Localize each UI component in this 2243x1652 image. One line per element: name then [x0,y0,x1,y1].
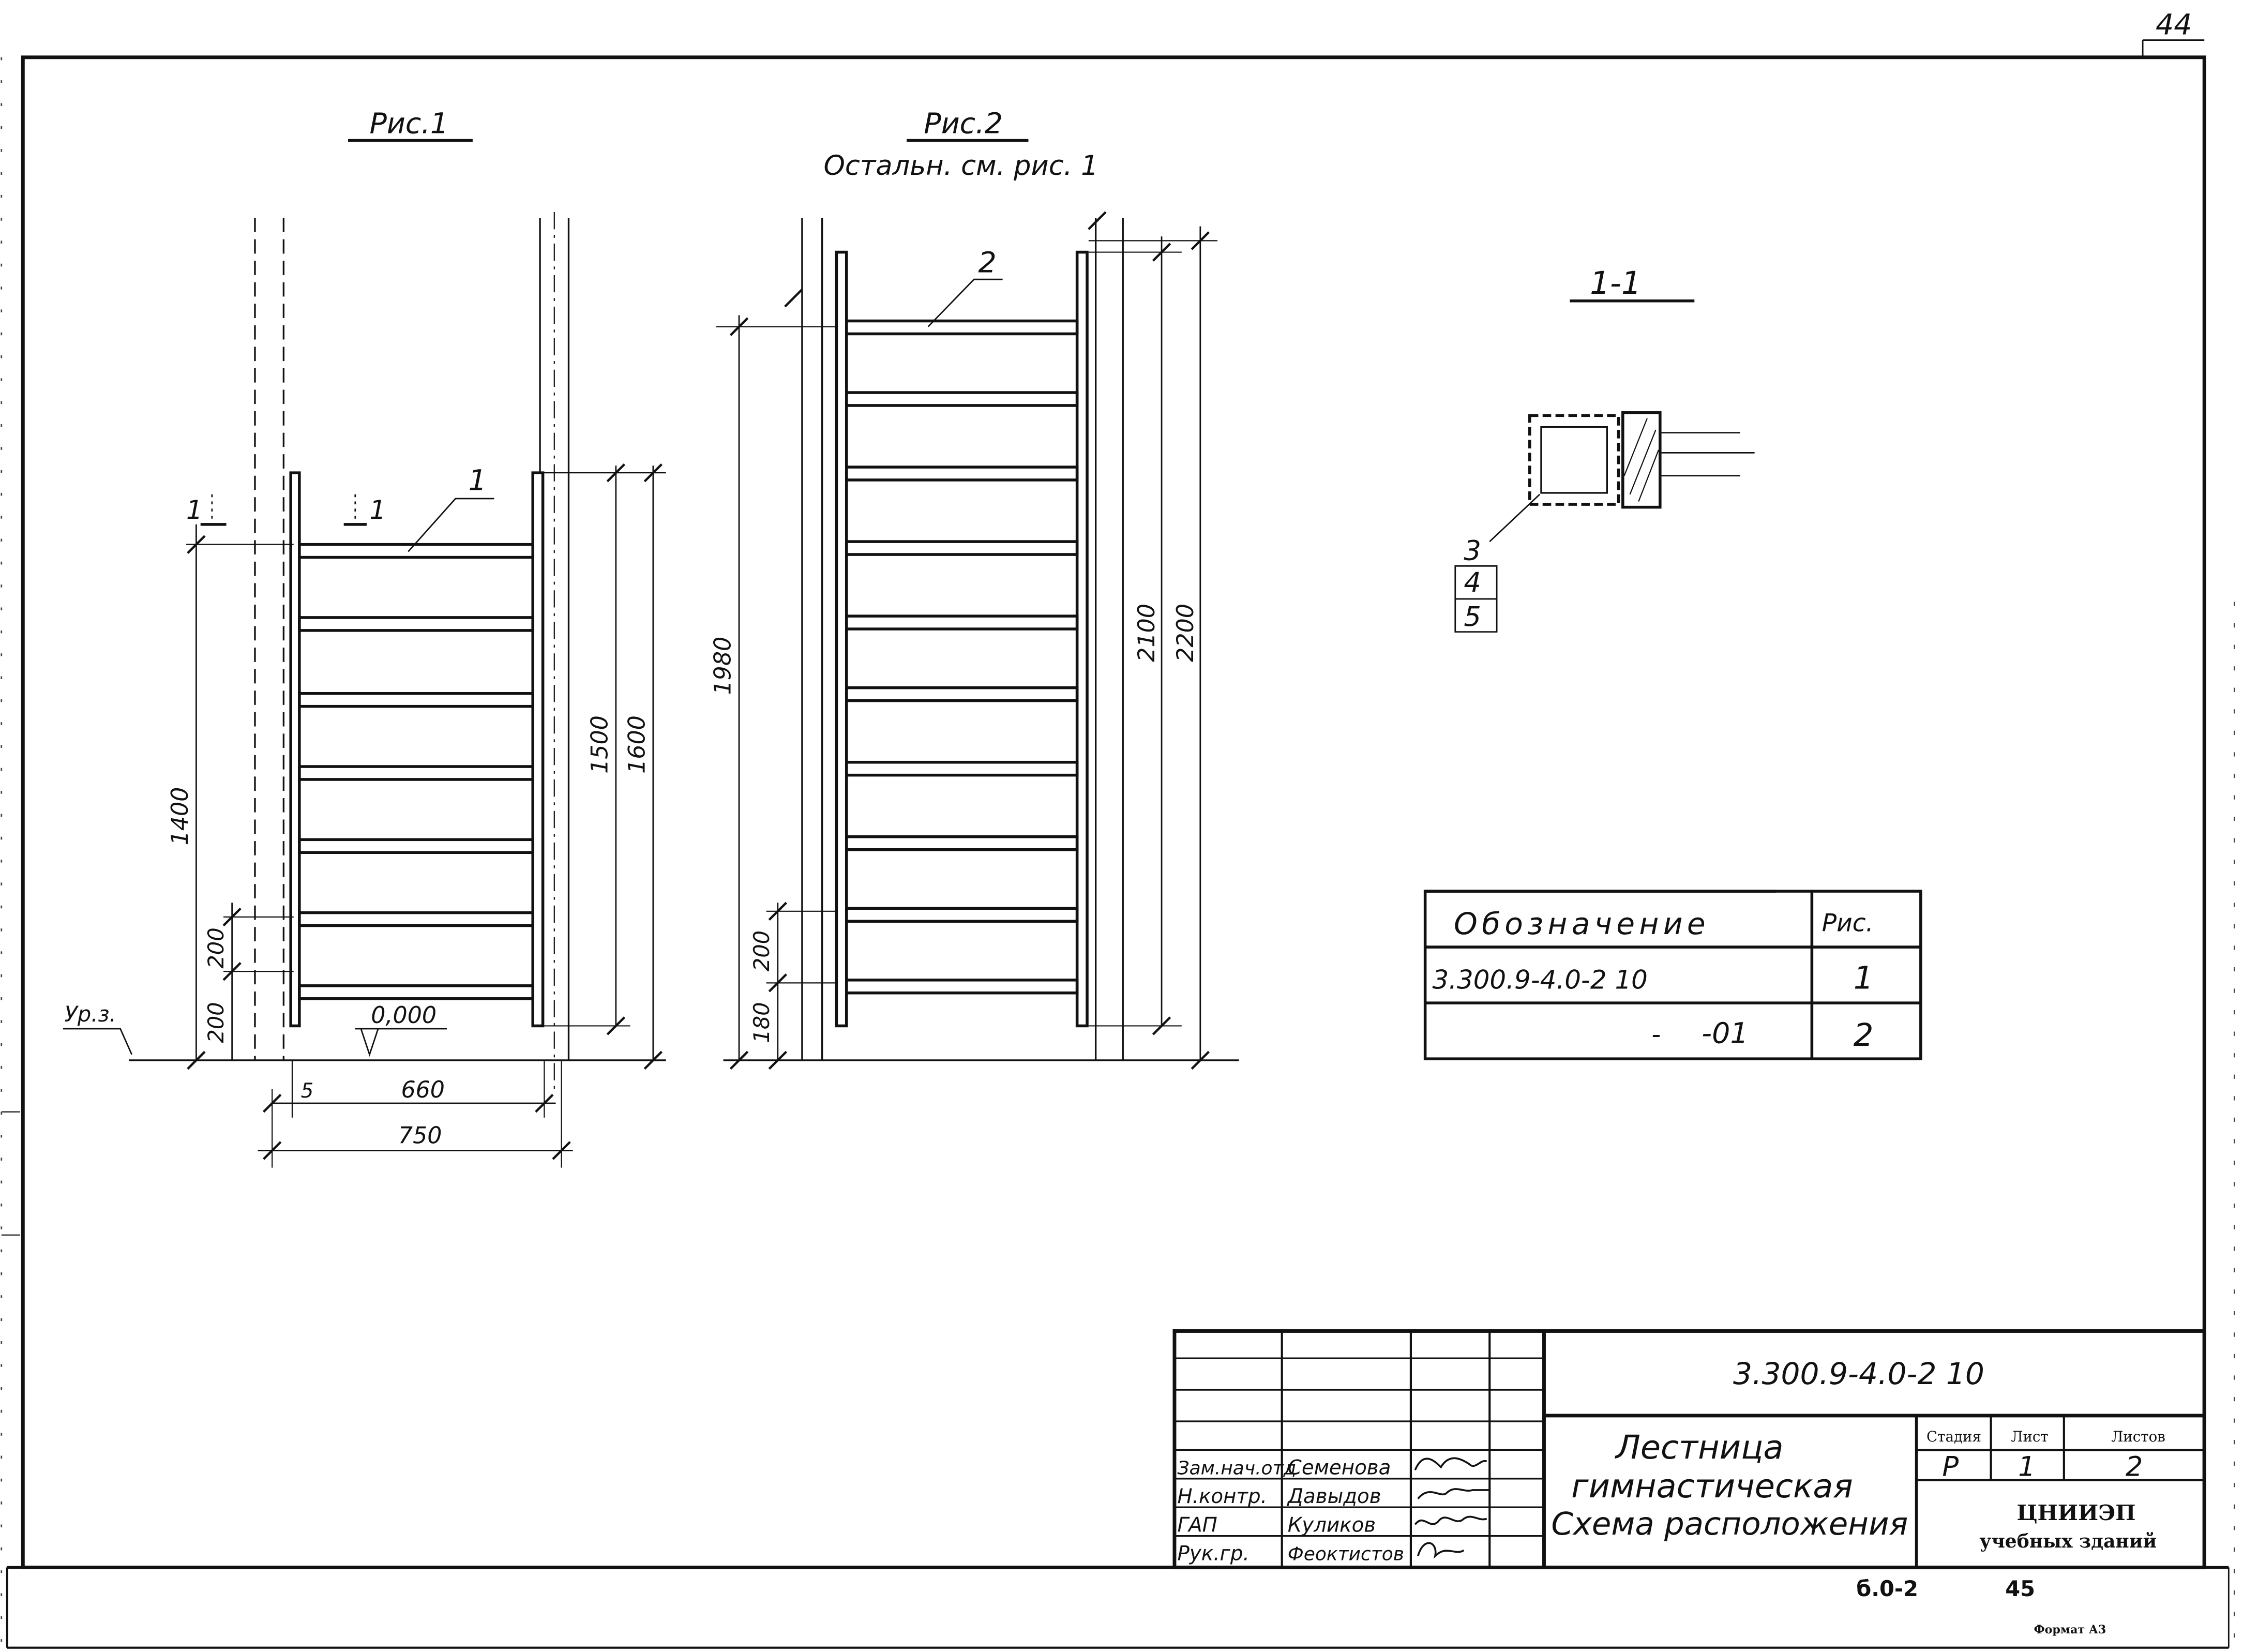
fig2-title: Рис.2 [924,108,1003,141]
spec-header-fig: Рис. [1822,909,1874,938]
fig2-subtitle: Остальн. см. рис. 1 [823,150,1098,182]
fig1-title: Рис.1 [370,108,449,141]
section-callout-3: 3 [1464,535,1481,567]
section-1-1 [1454,299,1755,633]
level-label: Ур.з. [65,1001,116,1027]
title-block-grid [1172,1329,2206,1570]
fig1-callout-1: 1 [469,464,487,497]
name-2: Давыдов [1287,1485,1381,1508]
fig1-section-mark-right: 1 [370,495,386,525]
stage-header: Стадия [1926,1428,1981,1445]
title-line-2: гимнастическая [1571,1467,1853,1506]
section-title: 1-1 [1590,265,1642,302]
role-3: ГАП [1178,1513,1217,1537]
dim-200-b: 200 [203,1002,229,1043]
sheets-value: 2 [2126,1451,2143,1482]
org-subtitle: учебных зданий [1979,1530,2157,1552]
name-4: Феоктистов [1288,1544,1404,1565]
sheet-header: Лист [2011,1428,2048,1445]
sheets-header: Листов [2111,1428,2165,1445]
spec-row2-code: -01 [1702,1017,1748,1050]
level-value: 0,000 [371,1002,436,1029]
fig1-section-mark-left: 1 [186,495,203,525]
dim-1600: 1600 [624,715,650,774]
role-2: Н.контр. [1178,1485,1267,1508]
dim-1980: 1980 [710,637,736,695]
doc-code: 3.300.9-4.0-2 10 [1733,1356,1984,1391]
org-name: ЦНИИЭП [2016,1500,2135,1525]
dim-5: 5 [301,1079,314,1103]
name-1: Семенова [1288,1456,1391,1479]
spec-row1-code: 3.300.9-4.0-2 10 [1432,965,1647,995]
spec-row2-dash: - [1651,1019,1661,1049]
dim-180: 180 [749,1002,774,1043]
name-3: Куликов [1288,1513,1376,1537]
dim-200-fig2: 200 [749,930,774,971]
spec-row2-fig: 2 [1854,1017,1874,1054]
role-1: Зам.нач.отд [1178,1458,1297,1479]
frame [6,39,2230,1649]
format-label: Формат А3 [2034,1623,2106,1636]
section-callout-4: 4 [1464,567,1481,598]
sheet-number-top: 44 [2156,8,2192,41]
dim-1400: 1400 [167,787,193,846]
page-number: 45 [2005,1576,2035,1601]
title-line-1: Лестница [1615,1429,1784,1467]
stage-value: Р [1942,1451,1959,1482]
spec-table [1423,890,1922,1060]
dim-2100: 2100 [1134,604,1160,662]
dim-660: 660 [401,1077,445,1103]
fig2-callout-2: 2 [979,246,997,279]
section-callout-5: 5 [1464,602,1481,633]
sheet-value: 1 [2018,1451,2035,1482]
spec-header-designation: Обозначение [1454,906,1710,941]
fig2 [716,139,1239,1070]
spec-row1-fig: 1 [1854,959,1874,996]
dim-750: 750 [398,1123,442,1149]
signatures [1414,1457,1490,1559]
album-code: б.0-2 [1856,1576,1918,1601]
margin-marks [1,57,2235,1648]
dim-1500: 1500 [586,715,613,774]
fig1 [63,139,666,1168]
role-4: Рук.гр. [1178,1542,1250,1566]
dim-2200: 2200 [1172,604,1199,662]
dim-200-a: 200 [203,927,229,968]
title-line-3: Схема расположения [1551,1506,1908,1542]
